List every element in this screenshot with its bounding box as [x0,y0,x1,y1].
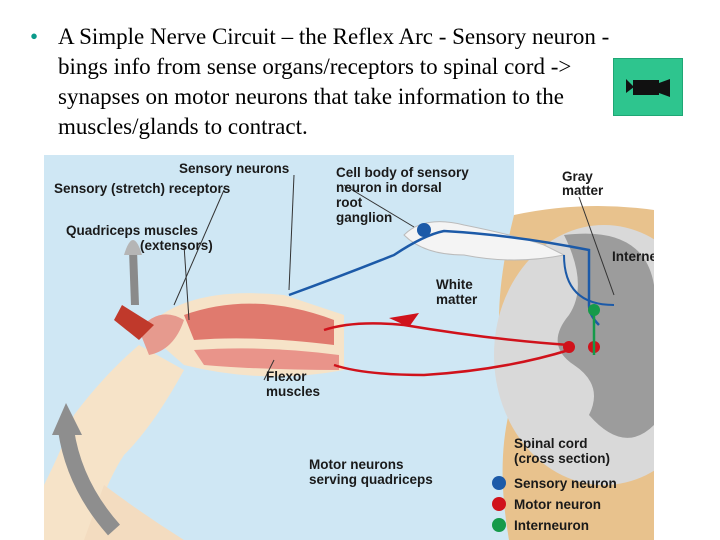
label-gray-line1: Gray [562,169,593,184]
video-camera-icon [614,59,684,117]
bullet-point: • A Simple Nerve Circuit – the Reflex Ar… [30,22,640,142]
legend-dot-sensory [492,476,506,490]
label-gray-line2: matter [562,183,604,198]
label-white-line1: White [436,277,473,292]
label-flexor-line1: Flexor [266,369,307,384]
legend-label-interneuron: Interneuron [514,518,589,533]
label-cell-body-line3: root [336,195,363,210]
label-sensory-neurons: Sensory neurons [179,161,289,176]
reflex-arc-diagram: Sensory neurons Sensory (stretch) recept… [44,155,654,540]
label-cell-body-line2: neuron in dorsal [336,180,442,195]
legend-dot-interneuron [492,518,506,532]
label-flexor-line2: muscles [266,384,320,399]
label-stretch-receptors: Sensory (stretch) receptors [54,181,230,196]
interneuron-cell-body [588,304,600,316]
sensory-cell-body [417,223,431,237]
label-quadriceps-line1: Quadriceps muscles [66,223,198,238]
video-button[interactable] [613,58,683,116]
label-quadriceps-line2: (extensors) [140,238,213,253]
label-spinal-line2: (cross section) [514,451,610,466]
legend-label-motor: Motor neuron [514,497,601,512]
bullet-dot-icon: • [30,22,38,52]
label-interneurons: Interneurons [612,249,654,264]
label-cell-body-line1: Cell body of sensory [336,165,469,180]
legend-label-sensory: Sensory neuron [514,476,617,491]
motor-cell-body [563,341,575,353]
bullet-text: A Simple Nerve Circuit – the Reflex Arc … [58,22,640,142]
label-cell-body-line4: ganglion [336,210,392,225]
legend-dot-motor [492,497,506,511]
label-white-line2: matter [436,292,478,307]
label-motor-line1: Motor neurons [309,457,404,472]
label-spinal-line1: Spinal cord [514,436,588,451]
label-motor-line2: serving quadriceps [309,472,433,487]
